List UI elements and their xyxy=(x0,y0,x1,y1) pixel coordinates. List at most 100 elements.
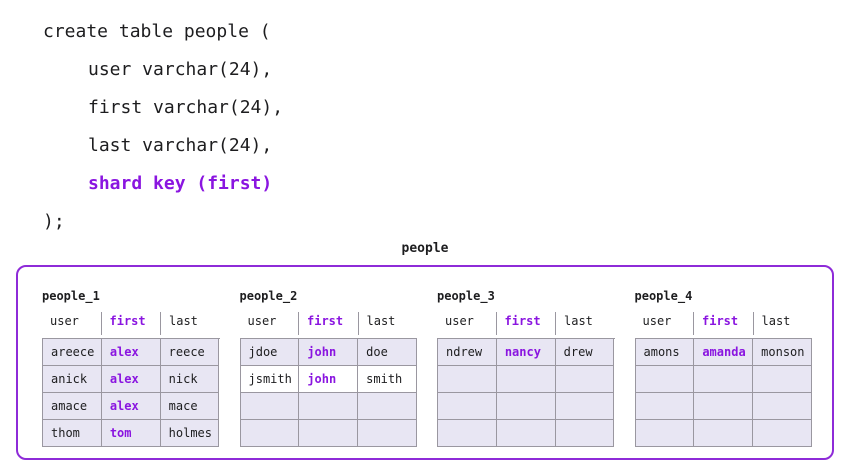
table-cell: jsmith xyxy=(240,366,300,393)
table-cell xyxy=(496,393,556,420)
column-header-user: user xyxy=(42,312,102,335)
table-row xyxy=(635,393,813,420)
table-cell xyxy=(753,366,812,393)
table-cell xyxy=(496,366,556,393)
table-cell: doe xyxy=(358,339,417,366)
table-cell xyxy=(299,393,359,420)
table-cell xyxy=(358,393,417,420)
table-cell: jdoe xyxy=(240,339,300,366)
table-cell: reece xyxy=(160,339,220,366)
column-header-first: first xyxy=(299,312,359,335)
shard-title: people_2 xyxy=(239,289,298,303)
table-cell xyxy=(358,420,417,447)
table-cell xyxy=(438,393,497,420)
table-row xyxy=(240,420,418,447)
table-cell: alex xyxy=(101,339,161,366)
code-line-1: user varchar(24), xyxy=(88,59,273,80)
table-row xyxy=(438,366,615,393)
table-cell: alex xyxy=(101,393,161,420)
table-cell xyxy=(635,420,695,447)
table-cell: drew xyxy=(555,339,615,366)
column-header-last: last xyxy=(366,314,396,328)
table-row xyxy=(635,366,813,393)
table-cell: thom xyxy=(43,420,102,447)
column-header-first: first xyxy=(497,312,556,335)
table-cell: smith xyxy=(358,366,417,393)
table-cell xyxy=(555,420,615,447)
table-cell xyxy=(635,393,695,420)
column-header-last: last xyxy=(564,314,593,328)
table-cell xyxy=(555,366,615,393)
column-header-user: user xyxy=(240,312,299,335)
table-cell: areece xyxy=(43,339,102,366)
code-line-0: create table people ( xyxy=(43,21,271,42)
table-cell: amace xyxy=(43,393,102,420)
code-line-4: shard key (first) xyxy=(88,173,273,194)
table-cell xyxy=(240,420,300,447)
code-line-5: ); xyxy=(43,211,65,232)
table-cell xyxy=(240,393,300,420)
table-cell xyxy=(299,420,359,447)
sql-code-block: create table people ( user varchar(24), fi… xyxy=(43,13,283,241)
table-cell: john xyxy=(299,339,359,366)
table-cell: amons xyxy=(635,339,695,366)
table-cell xyxy=(694,366,754,393)
table-cell xyxy=(555,393,615,420)
table-cell xyxy=(694,420,754,447)
code-line-2: first varchar(24), xyxy=(88,97,284,118)
table-row xyxy=(240,393,418,420)
column-header-user: user xyxy=(437,312,497,335)
table-cell: monson xyxy=(753,339,812,366)
table-cell: amanda xyxy=(694,339,754,366)
table-cell: nancy xyxy=(496,339,556,366)
table-cell xyxy=(753,420,812,447)
table-cell: anick xyxy=(43,366,102,393)
table-cell xyxy=(438,420,497,447)
column-header-user: user xyxy=(635,312,694,335)
shard-title: people_3 xyxy=(437,289,495,303)
column-header-first: first xyxy=(694,312,754,335)
table-cell: nick xyxy=(160,366,220,393)
table-cell: mace xyxy=(160,393,220,420)
code-line-3: last varchar(24), xyxy=(88,135,273,156)
table-cell: alex xyxy=(101,366,161,393)
table-cell: tom xyxy=(101,420,161,447)
table-cell xyxy=(694,393,754,420)
cluster-label: people xyxy=(401,241,449,256)
column-header-last: last xyxy=(169,314,198,328)
table-cell xyxy=(438,366,497,393)
table-cell xyxy=(753,393,812,420)
column-header-first: first xyxy=(102,312,161,335)
table-cell xyxy=(635,366,695,393)
shard-title: people_4 xyxy=(634,289,693,303)
table-row xyxy=(438,420,615,447)
shard-title: people_1 xyxy=(42,289,100,303)
table-cell: ndrew xyxy=(438,339,497,366)
column-header-last: last xyxy=(761,314,791,328)
table-cell xyxy=(496,420,556,447)
table-row xyxy=(635,420,813,447)
